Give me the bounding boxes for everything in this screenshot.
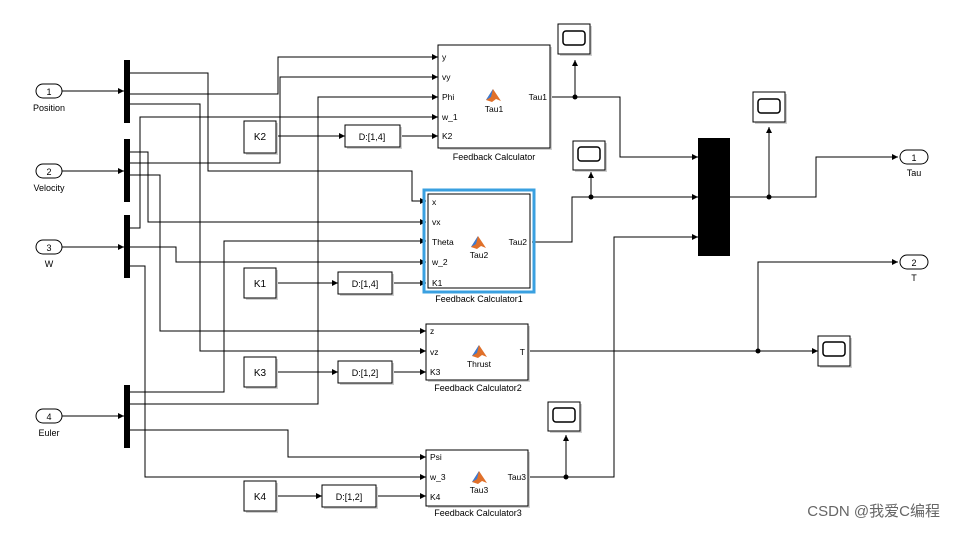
scope-tau[interactable]: [752, 91, 787, 124]
matlab-icon: [472, 345, 487, 358]
constant-value: K2: [254, 132, 267, 143]
scope-tau1[interactable]: [557, 23, 592, 56]
inport-number: 4: [46, 412, 51, 422]
input-port-label: K2: [442, 131, 453, 141]
matlab-icon: [471, 236, 486, 249]
feedback-calculator[interactable]: y vy Phi w_1 K2 Tau1 Tau1 Feedback Calcu…: [437, 44, 552, 162]
scope-tau2[interactable]: [572, 140, 607, 172]
inport-label: W: [45, 259, 54, 269]
block-title: Feedback Calculator2: [434, 383, 522, 393]
inport-velocity[interactable]: 2 Velocity: [33, 163, 65, 193]
inport-w[interactable]: 3 W: [35, 239, 63, 269]
outport-label: T: [911, 273, 917, 283]
matlab-icon: [486, 89, 501, 102]
constant-k2[interactable]: K2: [243, 120, 278, 155]
block-function-label: Tau1: [485, 104, 504, 114]
input-port-label: K3: [430, 367, 441, 377]
outport-tau[interactable]: 1 Tau: [899, 149, 929, 178]
outport-number: 2: [911, 258, 916, 268]
inport-label: Euler: [38, 428, 59, 438]
input-port-label: K1: [432, 278, 443, 288]
demux-w[interactable]: [124, 215, 130, 278]
demux-velocity[interactable]: [124, 139, 130, 202]
inport-number: 1: [46, 87, 51, 97]
feedback-calculator[interactable]: z vz K3 T Thrust Feedback Calculator2: [425, 323, 530, 393]
input-port-label: vx: [432, 217, 441, 227]
constant-k4[interactable]: K4: [243, 480, 278, 513]
outport-number: 1: [911, 153, 916, 163]
input-port-label: Theta: [432, 237, 454, 247]
input-port-label: vy: [442, 72, 451, 82]
input-port-label: y: [442, 52, 447, 62]
constant-value: K1: [254, 279, 267, 290]
input-port-label: w_2: [431, 257, 448, 267]
reshape-label: D:[1,4]: [359, 132, 386, 142]
input-port-label: w_3: [429, 472, 446, 482]
inport-label: Velocity: [33, 183, 65, 193]
output-port-label: T: [520, 347, 525, 357]
wire-arrowheads: [118, 54, 898, 499]
outport-t[interactable]: 2 T: [899, 254, 929, 283]
block-function-label: Thrust: [467, 359, 492, 369]
reshape-label: D:[1,2]: [352, 368, 379, 378]
constant-value: K3: [254, 368, 267, 379]
input-port-label: z: [430, 326, 434, 336]
output-port-label: Tau3: [508, 472, 527, 482]
feedback-calculator[interactable]: Psi w_3 K4 Tau3 Tau3 Feedback Calculator…: [425, 449, 530, 518]
outport-label: Tau: [907, 168, 922, 178]
inport-position[interactable]: 1 Position: [33, 83, 65, 113]
reshape-label: D:[1,4]: [352, 279, 379, 289]
reshape-block-4[interactable]: D:[1,2]: [321, 484, 378, 509]
input-port-label: Psi: [430, 452, 442, 462]
mux-block[interactable]: [698, 138, 730, 256]
block-title: Feedback Calculator1: [435, 294, 523, 304]
input-port-label: vz: [430, 347, 439, 357]
demux-euler[interactable]: [124, 385, 130, 448]
reshape-block-3[interactable]: D:[1,2]: [337, 360, 394, 385]
output-port-label: Tau2: [509, 237, 528, 247]
input-port-label: K4: [430, 492, 441, 502]
matlab-icon: [472, 471, 487, 484]
output-port-label: Tau1: [529, 92, 548, 102]
input-port-label: w_1: [441, 112, 458, 122]
constant-k3[interactable]: K3: [243, 356, 278, 389]
demux-position[interactable]: [124, 60, 130, 123]
block-title: Feedback Calculator: [453, 152, 536, 162]
block-function-label: Tau3: [470, 485, 489, 495]
watermark-text: CSDN @我爱C编程: [807, 503, 940, 520]
reshape-block-1[interactable]: D:[1,4]: [344, 124, 402, 149]
reshape-label: D:[1,2]: [336, 492, 363, 502]
constant-k1[interactable]: K1: [243, 267, 278, 300]
branch-points: [563, 94, 772, 480]
inport-number: 2: [46, 167, 51, 177]
input-port-label: Phi: [442, 92, 454, 102]
scope-thrust[interactable]: [817, 335, 852, 368]
reshape-block-2[interactable]: D:[1,4]: [337, 271, 394, 296]
inport-label: Position: [33, 103, 65, 113]
signal-wires: [60, 56, 898, 497]
block-function-label: Tau2: [470, 250, 489, 260]
block-title: Feedback Calculator3: [434, 508, 522, 518]
input-port-label: x: [432, 197, 437, 207]
scope-tau3[interactable]: [547, 401, 582, 433]
constant-value: K4: [254, 492, 267, 503]
inport-number: 3: [46, 243, 51, 253]
inport-euler[interactable]: 4 Euler: [35, 408, 63, 438]
feedback-calculator[interactable]: x vx Theta w_2 K1 Tau2 Tau2 Feedback Cal…: [422, 188, 536, 304]
